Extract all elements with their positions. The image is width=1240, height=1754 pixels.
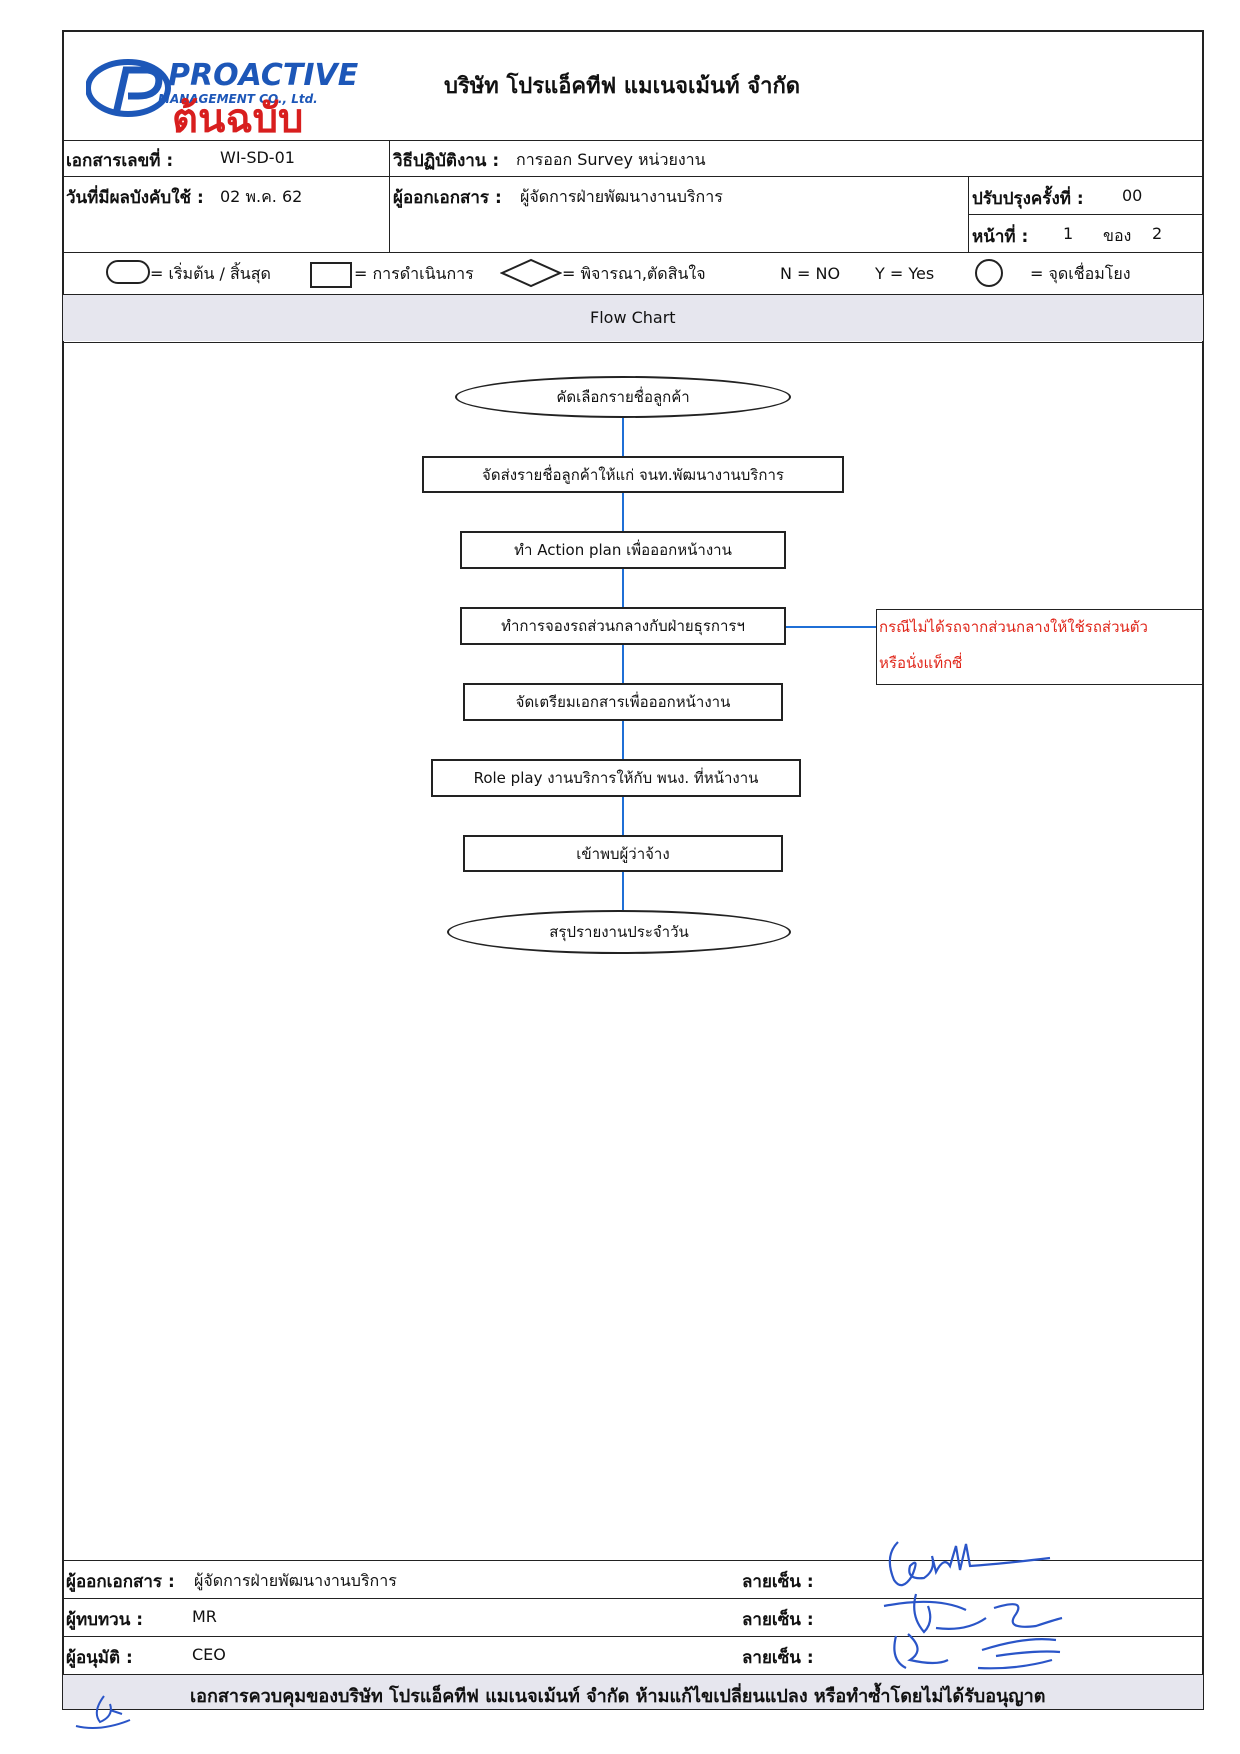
company-logo (85, 52, 256, 122)
doc-no-value: WI-SD-01 (220, 148, 295, 167)
flow-connector-line (622, 721, 624, 759)
car-note-line2: หรือนั่งแท็กซี่ (879, 654, 963, 672)
effective-date-label: วันที่มีผลบังคับใช้ : (66, 188, 204, 208)
page-label: หน้าที่ : (972, 227, 1029, 247)
flow-start-terminal: คัดเลือกรายชื่อลูกค้า (455, 376, 791, 418)
initial-mark (75, 1695, 131, 1729)
logo-text-top: PROACTIVE (168, 58, 359, 93)
flow-connector-line (622, 418, 624, 456)
footer-reviewer-value: MR (192, 1607, 217, 1626)
original-stamp: ต้นฉบับ (172, 95, 304, 142)
document-frame (62, 30, 1204, 1710)
logo-p-icon (85, 59, 171, 117)
procedure-label: วิธีปฏิบัติงาน : (393, 151, 500, 171)
legend-connector: = จุดเชื่อมโยง (1030, 264, 1131, 283)
flow-step-prepare-docs: จัดเตรียมเอกสารเพื่อออกหน้างาน (463, 683, 783, 721)
footer-approver-label: ผู้อนุมัติ : (66, 1648, 133, 1668)
flow-chart-title-band (63, 295, 1203, 341)
page-total-value: 2 (1152, 224, 1163, 243)
connector-shape-icon (975, 259, 1003, 287)
car-note-box (876, 609, 1203, 685)
legend-yes: Y = Yes (875, 264, 935, 283)
footer-approver-value: CEO (192, 1645, 226, 1664)
footer-reviewer-signature-label: ลายเซ็น : (742, 1610, 814, 1630)
flow-chart-title: Flow Chart (590, 308, 676, 327)
flow-connector-line (622, 645, 624, 683)
footer-issuer-value: ผู้จัดการฝ่ายพัฒนางานบริการ (194, 1571, 397, 1590)
revision-value: 00 (1122, 186, 1143, 205)
legend-decision: = พิจารณา,ตัดสินใจ (562, 264, 706, 283)
effective-date-value: 02 พ.ค. 62 (220, 187, 303, 206)
flow-step-action-plan: ทำ Action plan เพื่อออกหน้างาน (460, 531, 786, 569)
issuer-signature (888, 1541, 1051, 1587)
flow-step-book-car: ทำการจองรถส่วนกลางกับฝ่ายธุรการฯ (460, 607, 786, 645)
revision-label: ปรับปรุงครั้งที่ : (972, 189, 1084, 209)
company-name: บริษัท โปรแอ็คทีฟ แมเนจเม้นท์ จำกัด (444, 74, 801, 99)
footer-approver-signature-label: ลายเซ็น : (742, 1648, 814, 1668)
legend-start-end: = เริ่มต้น / สิ้นสุด (150, 264, 271, 283)
flow-connector-line (622, 797, 624, 835)
footer-reviewer-label: ผู้ทบทวน : (66, 1610, 144, 1630)
flow-end-terminal: สรุปรายงานประจำวัน (447, 910, 791, 954)
flow-step-role-play: Role play งานบริการให้กับ พนง. ที่หน้างา… (431, 759, 801, 797)
process-shape-icon (310, 262, 352, 288)
procedure-value: การออก Survey หน่วยงาน (516, 150, 706, 169)
control-note-band (63, 1675, 1203, 1709)
page-of-label: ของ (1103, 226, 1132, 245)
note-connector-line (784, 626, 876, 628)
flow-connector-line (622, 493, 624, 531)
flow-connector-line (622, 569, 624, 607)
flow-step-send-list: จัดส่งรายชื่อลูกค้าให้แก่ จนท.พัฒนางานบร… (422, 456, 844, 493)
page-value: 1 (1063, 224, 1074, 243)
document-control-note: เอกสารควบคุมของบริษัท โปรแอ็คทีฟ แมเนจเม… (190, 1686, 1046, 1707)
legend-process: = การดำเนินการ (354, 264, 474, 283)
issuer-label: ผู้ออกเอกสาร : (393, 188, 502, 208)
issuer-value: ผู้จัดการฝ่ายพัฒนางานบริการ (520, 187, 723, 206)
reviewer-signature (883, 1593, 1063, 1634)
car-note-line1: กรณีไม่ได้รถจากส่วนกลางให้ใช้รถส่วนตัว (879, 618, 1148, 636)
footer-issuer-label: ผู้ออกเอกสาร : (66, 1572, 175, 1592)
flow-step-meet-employer: เข้าพบผู้ว่าจ้าง (463, 835, 783, 872)
footer-issuer-signature-label: ลายเซ็น : (742, 1572, 814, 1592)
terminal-shape-icon (106, 260, 150, 284)
logo-text-bottom: MANAGEMENT CO., Ltd. (158, 92, 318, 106)
doc-no-label: เอกสารเลขที่ : (66, 151, 174, 171)
approver-signature (893, 1633, 1061, 1670)
legend-no: N = NO (780, 264, 841, 283)
decision-shape-icon (500, 258, 562, 288)
flow-connector-line (622, 872, 624, 910)
